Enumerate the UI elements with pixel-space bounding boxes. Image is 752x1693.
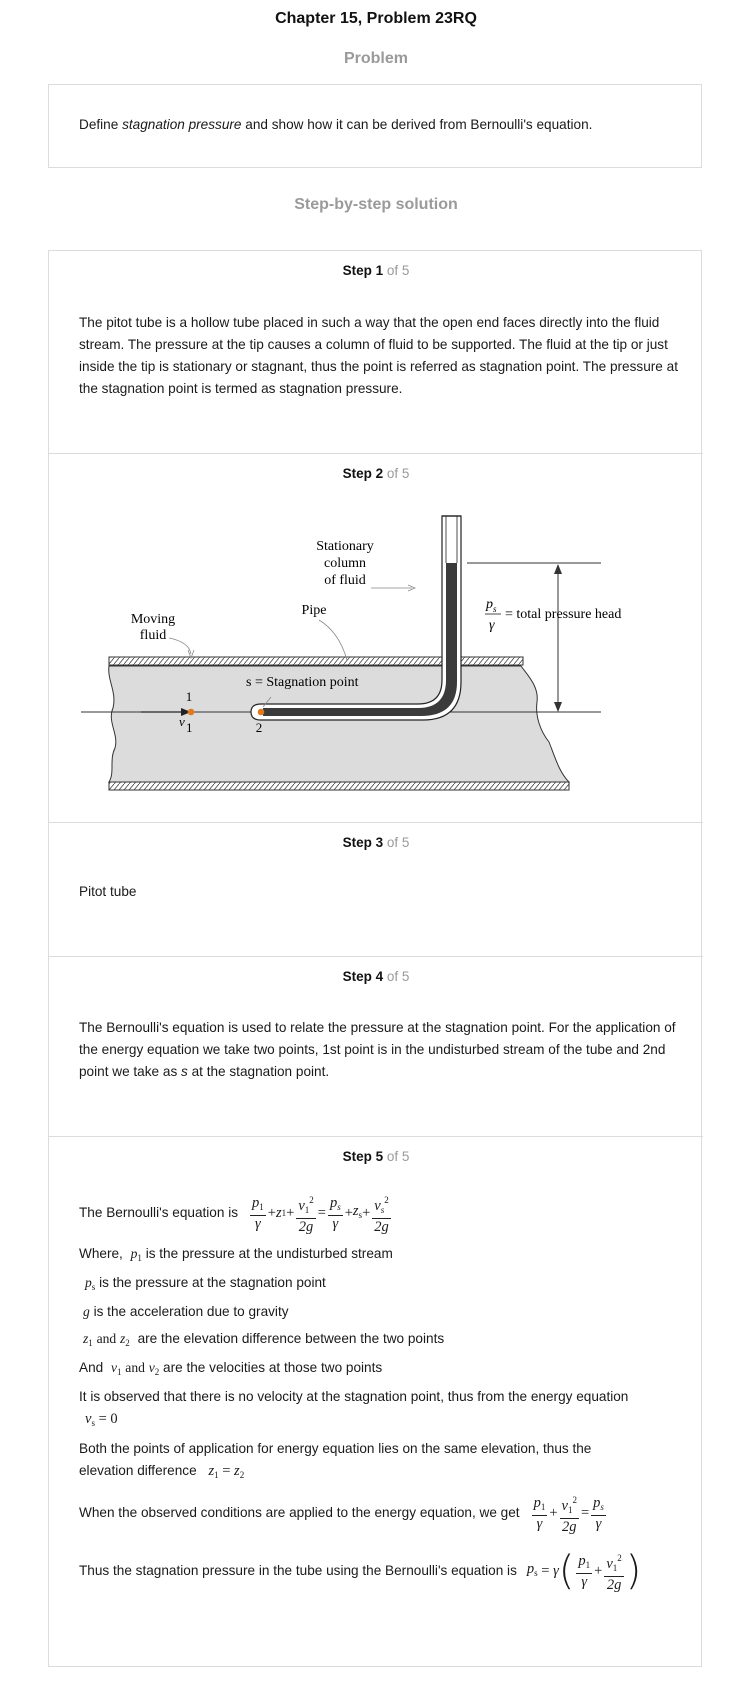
step-3-number: Step 3 (342, 835, 384, 850)
step-4-point-s: s (181, 1064, 188, 1079)
step-4-number: Step 4 (342, 969, 384, 984)
ps-subscript: s (493, 604, 497, 614)
vs-zero-line: vs = 0 (85, 1411, 118, 1428)
both-points-line-1: Both the points of application for energ… (79, 1439, 689, 1459)
both-points-text-1: Both the points of application for energ… (79, 1441, 592, 1456)
stagnation-label: s = Stagnation point (246, 675, 359, 690)
step-4-text-end: at the stagnation point. (187, 1064, 330, 1079)
point-1-marker (187, 708, 195, 716)
z-description: are the elevation difference between the… (137, 1331, 445, 1346)
v-and: and (125, 1360, 145, 1375)
step-5: Step 5 of 5 The Bernoulli's equation is … (49, 1136, 703, 1668)
problem-text-end: and show how it can be derived from Bern… (241, 117, 593, 132)
problem-text: Define stagnation pressure and show how … (79, 114, 679, 136)
v-description: are the velocities at those two points (163, 1360, 383, 1375)
g-description: is the acceleration due to gravity (93, 1304, 289, 1319)
ps-description: is the pressure at the stagnation point (99, 1275, 326, 1290)
step-2: Step 2 of 5 (49, 453, 703, 822)
thus-text: Thus the stagnation pressure in the tube… (79, 1563, 517, 1578)
solution-box: Step 1 of 5 The pitot tube is a hollow t… (48, 250, 703, 1668)
step-5-of: of 5 (383, 1149, 410, 1164)
p1-description: is the pressure at the undisturbed strea… (145, 1246, 393, 1261)
problem-heading: Problem (343, 50, 408, 67)
step-3-of: of 5 (383, 835, 410, 850)
where-p1-line: Where, p1 is the pressure at the undistu… (79, 1246, 393, 1263)
v-prefix: And (79, 1360, 104, 1375)
solution-heading: Step-by-step solution (294, 196, 458, 213)
v-line: And v1 and v2 are the velocities at thos… (79, 1360, 383, 1377)
moving-fluid-label-line2: fluid (140, 628, 166, 643)
point-2-marker (257, 708, 265, 716)
step-5-label: Step 5 of 5 (49, 1149, 703, 1164)
step-4-text-start: The Bernoulli's equation is used to rela… (79, 1020, 676, 1079)
both-points-text-2: elevation difference (79, 1463, 197, 1478)
z-line: z1 and z2 are the elevation difference b… (83, 1331, 445, 1348)
observed-text: It is observed that there is no velocity… (79, 1389, 629, 1404)
ps-denominator: γ (489, 618, 495, 633)
velocity-label: v (179, 714, 185, 729)
velocity-subscript: 1 (186, 720, 193, 735)
step-2-number: Step 2 (342, 466, 384, 481)
stationary-label-line2: column (324, 556, 366, 571)
step-4-of: of 5 (383, 969, 410, 984)
pitot-tube-outer (250, 515, 462, 721)
both-points-line-2: elevation difference z1 = z2 (79, 1463, 245, 1480)
applied-line: When the observed conditions are applied… (79, 1492, 689, 1535)
applied-text: When the observed conditions are applied… (79, 1505, 520, 1520)
z-and: and (96, 1331, 117, 1346)
ps-numerator: p (485, 597, 493, 612)
step-2-of: of 5 (383, 466, 410, 481)
pitot-tube-figure: Stationary column of fluid Pipe Moving f… (81, 515, 621, 791)
step-1-of: of 5 (383, 263, 410, 278)
where-prefix: Where, (79, 1246, 123, 1261)
step-3-text: Pitot tube (79, 884, 137, 899)
page-title: Chapter 15, Problem 23RQ (275, 10, 477, 27)
g-line: g is the acceleration due to gravity (83, 1304, 289, 1319)
step-1-number: Step 1 (342, 263, 384, 278)
step-1-label: Step 1 of 5 (49, 263, 703, 278)
step-4: Step 4 of 5 The Bernoulli's equation is … (49, 956, 703, 1136)
problem-box: Define stagnation pressure and show how … (48, 84, 702, 168)
moving-fluid-label-line1: Moving (131, 612, 175, 627)
step-4-text: The Bernoulli's equation is used to rela… (79, 1017, 679, 1083)
stationary-label-line3: of fluid (324, 573, 366, 588)
point-1-label: 1 (186, 689, 193, 704)
pipe-top-wall (108, 656, 524, 666)
point-2-label: 2 (256, 720, 263, 735)
step-3-label: Step 3 of 5 (49, 835, 703, 850)
step-3: Step 3 of 5 Pitot tube (49, 822, 703, 956)
step-1: Step 1 of 5 The pitot tube is a hollow t… (49, 251, 703, 453)
total-head-label: = total pressure head (505, 607, 621, 622)
pipe-bottom-wall (108, 781, 570, 791)
problem-term: stagnation pressure (122, 117, 242, 132)
ps-line: ps is the pressure at the stagnation poi… (85, 1275, 326, 1292)
step-4-label: Step 4 of 5 (49, 969, 703, 984)
problem-text-start: Define (79, 117, 123, 132)
bernoulli-intro: The Bernoulli's equation is (79, 1205, 239, 1220)
thus-line: Thus the stagnation pressure in the tube… (79, 1548, 642, 1594)
step-1-text: The pitot tube is a hollow tube placed i… (79, 315, 678, 396)
stationary-label-line1: Stationary (316, 539, 374, 554)
observed-line: It is observed that there is no velocity… (79, 1387, 689, 1407)
step-2-label: Step 2 of 5 (49, 466, 703, 481)
step-5-number: Step 5 (342, 1149, 384, 1164)
pipe-label: Pipe (302, 603, 327, 618)
